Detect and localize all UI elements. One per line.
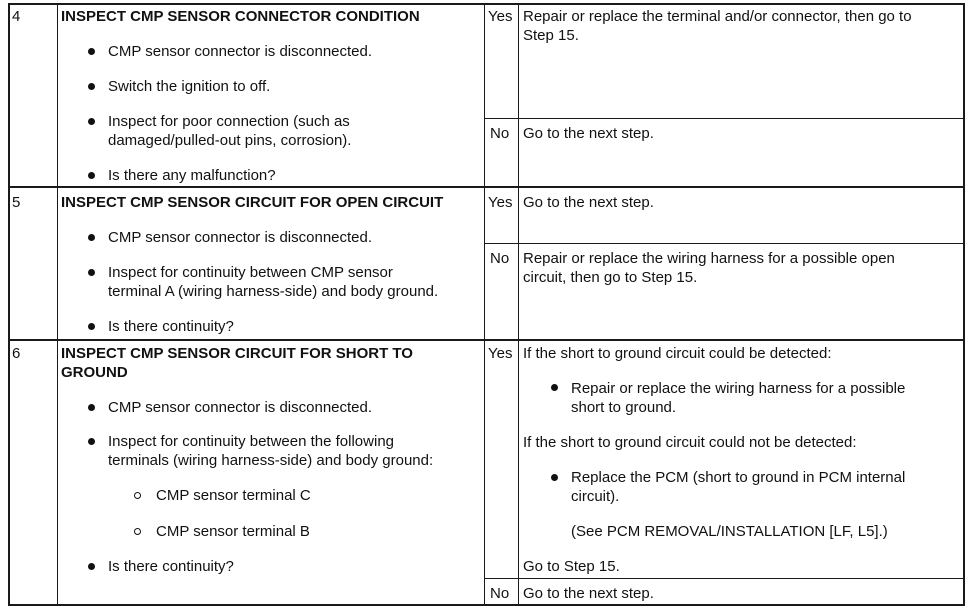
bullet-icon <box>88 269 95 276</box>
table-top-border <box>8 3 965 5</box>
yes-action-continued: circuit). <box>571 488 620 505</box>
step-number: 5 <box>12 194 21 211</box>
sub-bullet-icon <box>134 528 141 535</box>
yes-action: Repair or replace the terminal and/or co… <box>523 8 912 25</box>
yes-label: Yes <box>488 8 513 25</box>
col-divider-step <box>484 3 485 606</box>
no-label: No <box>490 125 510 142</box>
step-instruction-continued: terminal A (wiring harness-side) and bod… <box>108 283 439 300</box>
no-action-continued: circuit, then go to Step 15. <box>523 269 698 286</box>
yes-condition: If the short to ground circuit could not… <box>523 434 857 451</box>
yes-goto: Go to Step 15. <box>523 558 620 575</box>
bullet-icon <box>88 323 95 330</box>
step-instruction: Inspect for poor connection (such as <box>108 113 350 130</box>
step-instruction: Inspect for continuity between the follo… <box>108 433 395 450</box>
no-label: No <box>490 585 510 602</box>
step-instruction: Inspect for continuity between CMP senso… <box>108 264 393 281</box>
no-action: Repair or replace the wiring harness for… <box>523 250 895 267</box>
bullet-icon <box>551 474 558 481</box>
step-number: 4 <box>12 8 21 25</box>
yes-action-continued: Step 15. <box>523 27 579 44</box>
terminal-item: CMP sensor terminal C <box>156 487 311 504</box>
bullet-icon <box>88 234 95 241</box>
bullet-icon <box>88 438 95 445</box>
bullet-icon <box>88 118 95 125</box>
yes-condition: If the short to ground circuit could be … <box>523 345 832 362</box>
step-question: Is there continuity? <box>108 318 234 335</box>
yes-label: Yes <box>488 345 513 362</box>
yes-label: Yes <box>488 194 513 211</box>
col-divider-number <box>57 3 58 606</box>
table-left-border <box>8 3 10 606</box>
table-bottom-border <box>8 604 965 606</box>
step-instruction-continued: damaged/pulled-out pins, corrosion). <box>108 132 352 149</box>
bullet-icon <box>88 83 95 90</box>
step-instruction: CMP sensor connector is disconnected. <box>108 399 373 416</box>
yes-no-divider-row-6 <box>484 578 965 579</box>
step-instruction: CMP sensor connector is disconnected. <box>108 229 373 246</box>
table-right-border <box>963 3 965 606</box>
yes-action: Repair or replace the wiring harness for… <box>571 380 906 397</box>
terminal-item: CMP sensor terminal B <box>156 523 310 540</box>
bullet-icon <box>551 384 558 391</box>
bullet-icon <box>88 563 95 570</box>
row-divider-5-6 <box>8 339 965 341</box>
yes-action-continued: short to ground. <box>571 399 677 416</box>
step-title-continued: GROUND <box>61 364 128 381</box>
step-question: Is there any malfunction? <box>108 167 276 184</box>
bullet-icon <box>88 48 95 55</box>
bullet-icon <box>88 172 95 179</box>
step-instruction: Switch the ignition to off. <box>108 78 271 95</box>
sub-bullet-icon <box>134 492 141 499</box>
no-action: Go to the next step. <box>523 585 654 602</box>
step-title: INSPECT CMP SENSOR CONNECTOR CONDITION <box>61 8 420 25</box>
reference-note: (See PCM REMOVAL/INSTALLATION [LF, L5].) <box>571 523 888 540</box>
bullet-icon <box>88 404 95 411</box>
step-number: 6 <box>12 345 21 362</box>
yes-action: Go to the next step. <box>523 194 654 211</box>
yes-no-divider-row-5 <box>484 243 965 244</box>
step-title: INSPECT CMP SENSOR CIRCUIT FOR OPEN CIRC… <box>61 194 444 211</box>
no-label: No <box>490 250 510 267</box>
row-divider-4-5 <box>8 186 965 188</box>
yes-action: Replace the PCM (short to ground in PCM … <box>571 469 906 486</box>
step-instruction: CMP sensor connector is disconnected. <box>108 43 373 60</box>
no-action: Go to the next step. <box>523 125 654 142</box>
yes-no-divider-row-4 <box>484 118 965 119</box>
step-title: INSPECT CMP SENSOR CIRCUIT FOR SHORT TO <box>61 345 413 362</box>
step-instruction-continued: terminals (wiring harness-side) and body… <box>108 452 434 469</box>
col-divider-result <box>518 3 519 606</box>
step-question: Is there continuity? <box>108 558 234 575</box>
